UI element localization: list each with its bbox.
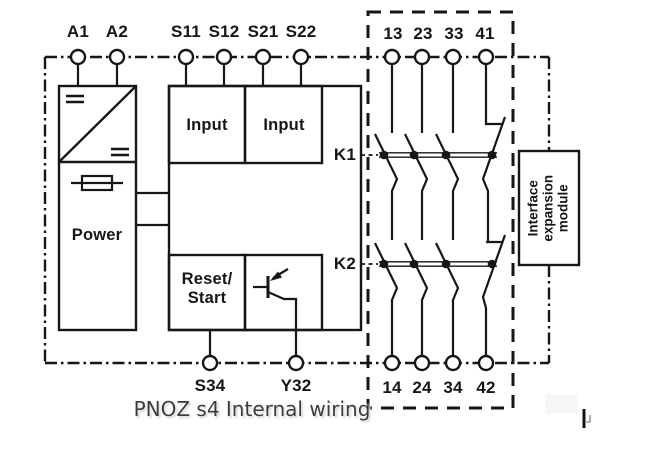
input-right-label: Input bbox=[263, 116, 305, 134]
terminal-circles bbox=[69, 48, 495, 372]
terminal-33 bbox=[444, 48, 462, 66]
terminal-label-33: 33 bbox=[444, 24, 464, 43]
terminal-label-42: 42 bbox=[476, 378, 496, 397]
contact-column-33-34 bbox=[435, 63, 460, 357]
contact-column-13-14 bbox=[374, 63, 399, 357]
terminal-label-s21: S21 bbox=[247, 22, 279, 41]
terminal-label-34: 34 bbox=[443, 378, 463, 397]
diagram-caption: PNOZ s4 Internal wiring bbox=[133, 397, 371, 421]
relay-k2-label: K2 bbox=[333, 254, 357, 273]
linkage-dots bbox=[379, 150, 497, 269]
logic-block bbox=[167, 84, 363, 332]
terminal-label-s12: S12 bbox=[208, 22, 240, 41]
terminal-s11 bbox=[177, 48, 195, 66]
reset-start-label: Reset/ Start bbox=[181, 270, 233, 307]
terminal-label-a1: A1 bbox=[66, 22, 90, 41]
contact-column-23-24 bbox=[404, 63, 429, 357]
terminal-label-y32: Y32 bbox=[280, 376, 312, 395]
terminal-s21 bbox=[254, 48, 272, 66]
terminal-label-14: 14 bbox=[382, 378, 402, 397]
text-cursor-artifact bbox=[582, 409, 591, 428]
power-block bbox=[57, 84, 138, 332]
scan-artifact-patch bbox=[545, 394, 578, 414]
terminal-s22 bbox=[292, 48, 310, 66]
input-left-label: Input bbox=[186, 116, 228, 134]
transistor-output-icon bbox=[253, 268, 298, 357]
relay-k1-label: K1 bbox=[333, 145, 357, 164]
fuse-icon bbox=[71, 174, 123, 192]
terminal-14 bbox=[383, 354, 401, 372]
mechanical-linkage-k2 bbox=[379, 261, 497, 267]
terminal-y32 bbox=[287, 354, 305, 372]
terminal-a1 bbox=[69, 48, 87, 66]
mechanical-linkage-k1 bbox=[379, 152, 497, 158]
terminal-13 bbox=[383, 48, 401, 66]
power-label: Power bbox=[71, 226, 123, 244]
output-box bbox=[243, 253, 324, 332]
terminal-41 bbox=[477, 48, 495, 66]
terminal-s34 bbox=[201, 354, 219, 372]
terminal-label-23: 23 bbox=[413, 24, 433, 43]
terminal-label-13: 13 bbox=[383, 24, 403, 43]
terminal-34 bbox=[444, 354, 462, 372]
terminal-wires bbox=[76, 63, 303, 357]
terminal-a2 bbox=[108, 48, 126, 66]
terminal-label-41: 41 bbox=[475, 24, 495, 43]
interface-module-label: Interface expansion module bbox=[525, 174, 571, 242]
power-logic-connector bbox=[136, 191, 169, 227]
terminal-label-s34: S34 bbox=[194, 376, 226, 395]
interface-module-box bbox=[517, 149, 581, 267]
relay-coil-ties bbox=[361, 154, 378, 265]
terminal-s12 bbox=[215, 48, 233, 66]
terminal-label-s22: S22 bbox=[285, 22, 317, 41]
terminal-label-s11: S11 bbox=[171, 22, 201, 41]
terminal-24 bbox=[413, 354, 431, 372]
terminal-label-24: 24 bbox=[412, 378, 432, 397]
terminal-23 bbox=[413, 48, 431, 66]
dc-converter-icon bbox=[58, 85, 137, 163]
relay-contacts-dashed-box bbox=[366, 10, 515, 410]
terminal-label-a2: A2 bbox=[105, 22, 129, 41]
contact-column-41-42-nc bbox=[481, 63, 507, 357]
terminal-42 bbox=[477, 354, 495, 372]
input-box-right bbox=[243, 84, 324, 165]
interface-module-label-wrap: Interface expansion module bbox=[519, 151, 579, 265]
